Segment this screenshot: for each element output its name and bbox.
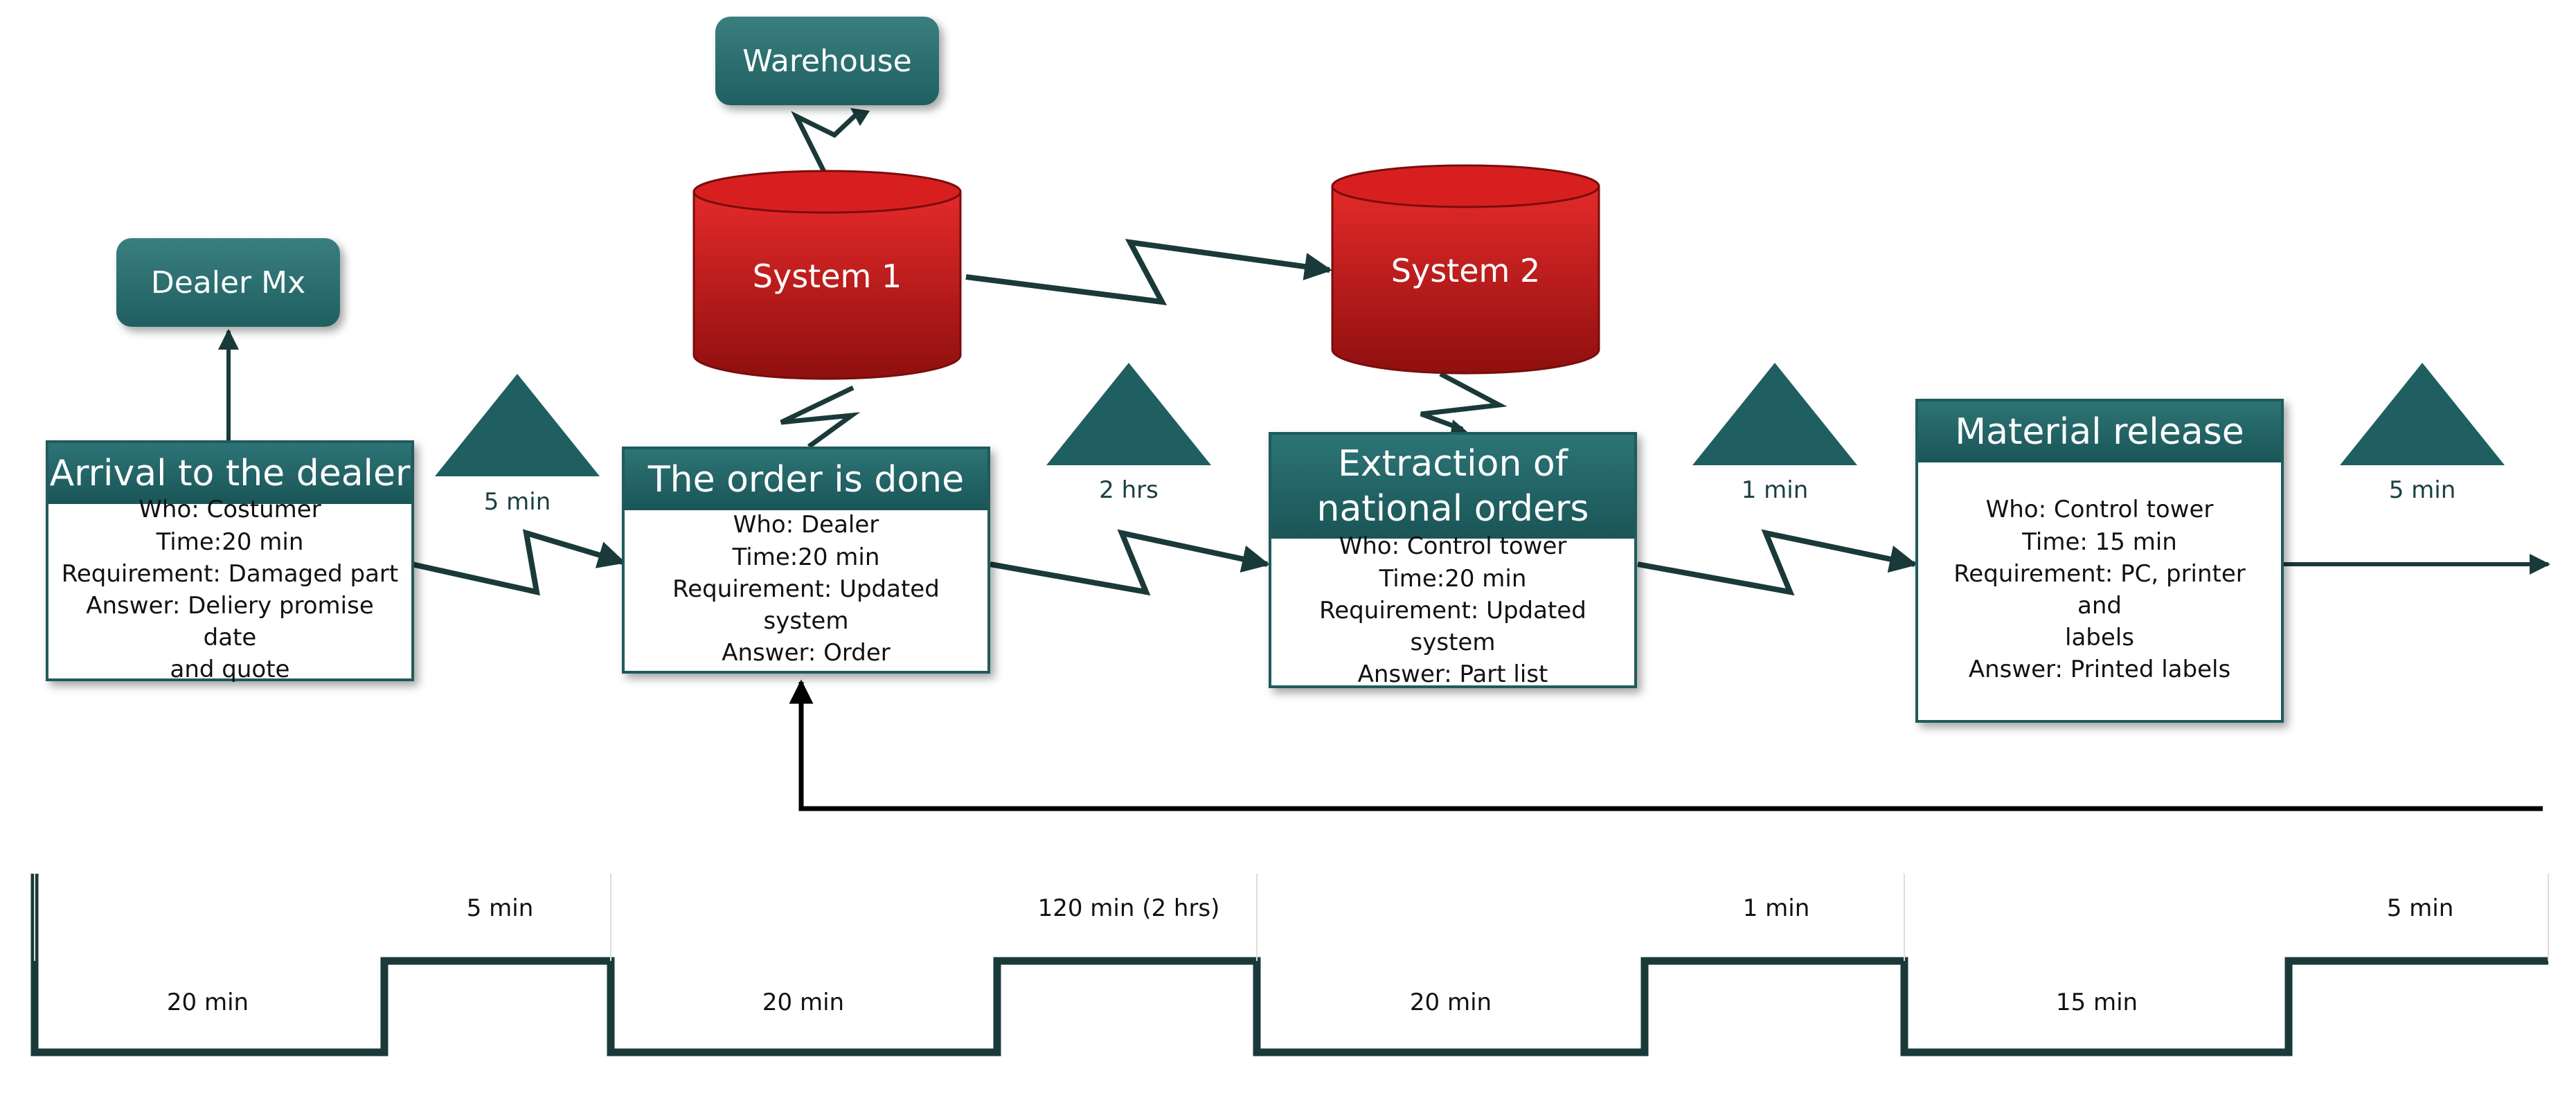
push-arrow-1 — [411, 529, 626, 596]
timeline-wait-3: 1 min — [1742, 894, 1810, 922]
timeline-wait-4: 5 min — [2386, 894, 2454, 922]
process-material-release: Material release Who: Control tower Time… — [1915, 399, 2284, 723]
process-extraction-title-line1: Extraction of — [1337, 443, 1568, 485]
process-arrival-who: Who: Costumer — [138, 496, 321, 524]
system1-database: System 1 — [691, 170, 963, 383]
process-extraction-who: Who: Control tower — [1339, 532, 1567, 561]
electronic-link-extraction-system2 — [1420, 371, 1508, 432]
process-order-answer: Answer: Order — [722, 639, 891, 667]
process-order-who: Who: Dealer — [733, 511, 879, 539]
process-arrival-title: Arrival to the dealer — [48, 443, 411, 504]
feedback-loop-arrow — [789, 679, 2543, 811]
process-order-title: The order is done — [625, 449, 987, 510]
warehouse-node: Warehouse — [715, 17, 939, 105]
process-extraction-title-line2: national orders — [1316, 488, 1589, 530]
inventory-label-3: 1 min — [1741, 476, 1809, 504]
process-extraction-requirement: Requirement: Updated system — [1319, 596, 1586, 657]
inventory-label-4: 5 min — [2388, 476, 2456, 504]
timeline-process-3: 20 min — [1409, 989, 1492, 1016]
process-material-requirement-cont: labels — [2065, 624, 2134, 652]
inventory-triangle-1 — [435, 374, 600, 476]
process-material-requirement: Requirement: PC, printer and — [1953, 559, 2246, 620]
process-material-who: Who: Control tower — [1985, 496, 2214, 524]
process-arrival-answer-cont: and quote — [170, 656, 290, 684]
process-arrival-time: Time:20 min — [156, 528, 304, 556]
electronic-link-order-system1 — [780, 385, 861, 449]
process-order: The order is done Who: Dealer Time:20 mi… — [622, 447, 990, 674]
timeline-process-1: 20 min — [166, 989, 249, 1016]
process-material-release-title: Material release — [1918, 402, 2281, 462]
process-arrival-answer: Answer: Deliery promise date — [86, 592, 374, 652]
process-arrival: Arrival to the dealer Who: Costumer Time… — [46, 440, 414, 683]
timeline-wait-2: 120 min (2 hrs) — [1037, 894, 1220, 922]
process-extraction: Extraction of national orders Who: Contr… — [1269, 432, 1637, 688]
push-arrow-2 — [990, 529, 1270, 596]
system2-database: System 2 — [1330, 164, 1602, 377]
electronic-link-system1-system2 — [965, 238, 1332, 305]
process-material-answer: Answer: Printed labels — [1968, 656, 2231, 684]
inventory-triangle-4 — [2340, 363, 2505, 465]
process-order-requirement: Requirement: Updated system — [672, 575, 940, 636]
inventory-triangle-3 — [1692, 363, 1857, 465]
system2-label: System 2 — [1390, 252, 1541, 289]
push-arrow-3 — [1637, 529, 1917, 596]
inventory-label-1: 5 min — [483, 488, 551, 516]
process-order-time: Time:20 min — [732, 543, 880, 571]
system1-label: System 1 — [752, 258, 902, 295]
process-arrival-requirement: Requirement: Damaged part — [61, 559, 399, 588]
process-extraction-time: Time:20 min — [1379, 564, 1527, 593]
inventory-triangle-2 — [1046, 363, 1211, 465]
electronic-link-warehouse — [791, 110, 861, 173]
timeline-process-2: 20 min — [762, 989, 845, 1016]
process-extraction-answer: Answer: Part list — [1357, 660, 1548, 689]
inventory-label-2: 2 hrs — [1099, 476, 1159, 504]
timeline-process-4: 15 min — [2055, 989, 2138, 1016]
process-material-time: Time: 15 min — [2022, 528, 2177, 556]
dealer-mx-node: Dealer Mx — [116, 238, 340, 327]
timeline-wait-1: 5 min — [466, 894, 534, 922]
